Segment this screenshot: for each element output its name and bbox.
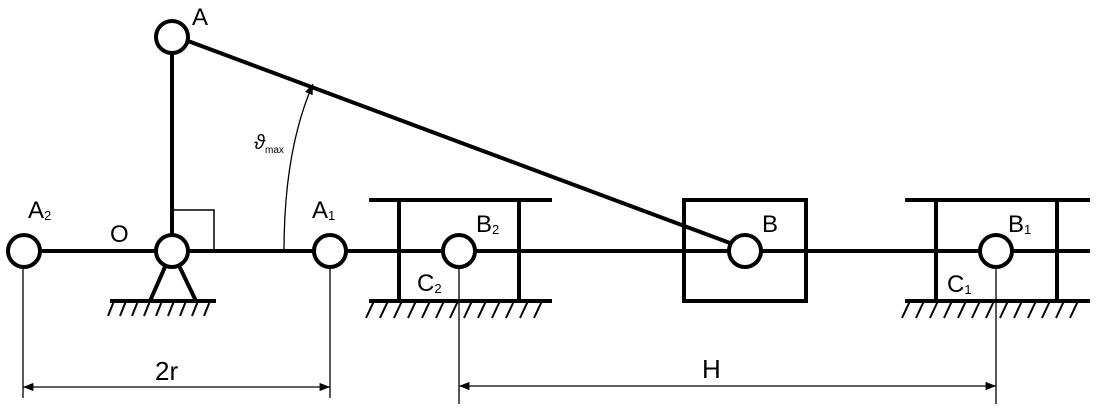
angle-arc-theta xyxy=(283,83,314,252)
label-theta-max: ϑmax xyxy=(254,132,284,156)
label-dim-h: H xyxy=(702,354,721,384)
joint-b1 xyxy=(978,233,1014,269)
label-b: B xyxy=(762,211,778,238)
dimension-h xyxy=(458,268,997,404)
label-b1: B1 xyxy=(1008,211,1031,238)
label-b2: B2 xyxy=(476,211,499,238)
joint-o xyxy=(154,233,190,269)
label-c2: C2 xyxy=(417,270,442,297)
label-a1: A1 xyxy=(312,197,335,224)
right-angle-marker xyxy=(172,209,215,251)
joint-a2 xyxy=(6,233,42,269)
joint-b xyxy=(727,233,763,269)
slider-guide-c1 xyxy=(901,198,1090,319)
slider-guide-c2 xyxy=(365,198,552,319)
label-dim-2r: 2r xyxy=(155,356,178,386)
joint-a1 xyxy=(312,233,348,269)
joint-a xyxy=(154,19,190,55)
label-o: O xyxy=(110,221,129,248)
label-a2: A2 xyxy=(28,197,51,224)
connecting-rod-ab xyxy=(179,36,739,248)
slider-block-b xyxy=(682,198,808,303)
joint-b2 xyxy=(441,233,477,269)
label-a: A xyxy=(192,4,208,31)
label-c1: C1 xyxy=(947,271,972,298)
dimension-2r xyxy=(22,268,331,398)
